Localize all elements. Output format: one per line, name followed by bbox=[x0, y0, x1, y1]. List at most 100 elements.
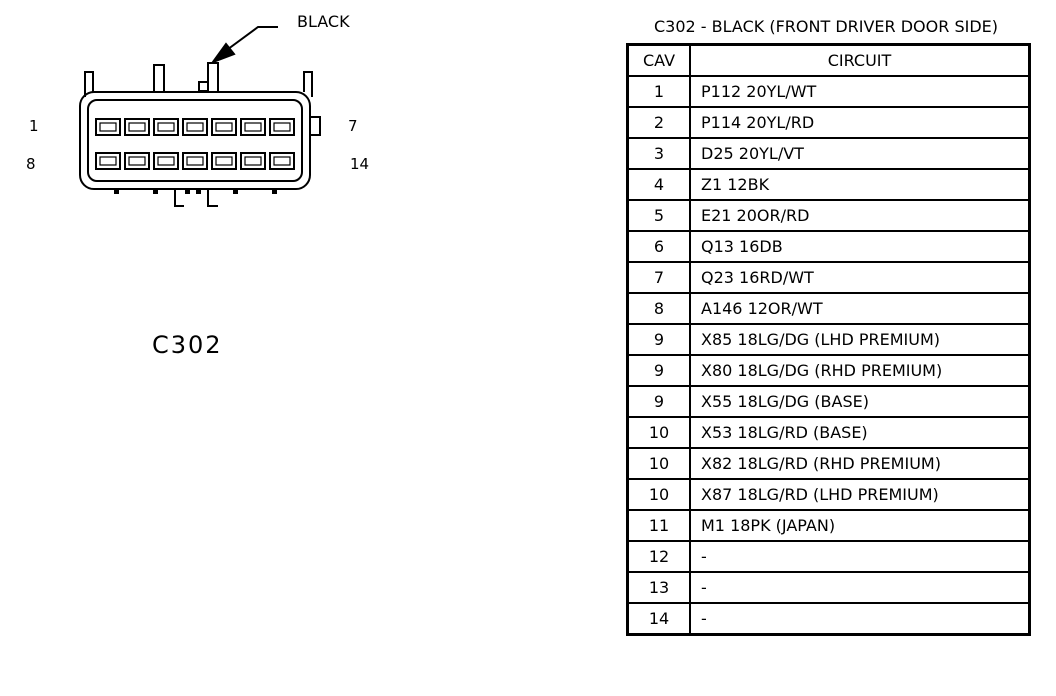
cav-cell: 9 bbox=[626, 354, 691, 387]
pin-label-top-right: 7 bbox=[348, 117, 358, 135]
cav-cell: 5 bbox=[626, 199, 691, 232]
header-circuit: CIRCUIT bbox=[689, 43, 1031, 77]
circuit-cell: X82 18LG/RD (RHD PREMIUM) bbox=[689, 447, 1031, 480]
bottom-peg bbox=[233, 189, 238, 194]
cavity bbox=[269, 152, 295, 170]
cavity bbox=[182, 118, 208, 136]
cavity bbox=[95, 118, 121, 136]
circuit-cell: - bbox=[689, 571, 1031, 604]
cavity-terminal bbox=[186, 156, 204, 166]
cavity-terminal bbox=[157, 122, 175, 132]
connector-body bbox=[79, 91, 311, 190]
circuit-cell: A146 12OR/WT bbox=[689, 292, 1031, 325]
cavity bbox=[124, 152, 150, 170]
cavity bbox=[153, 152, 179, 170]
cavity-terminal bbox=[99, 122, 117, 132]
right-tab bbox=[310, 116, 321, 136]
top-key-left bbox=[153, 64, 165, 92]
bottom-peg bbox=[196, 189, 201, 194]
bottom-peg bbox=[153, 189, 158, 194]
cavity-terminal bbox=[215, 156, 233, 166]
cav-cell: 2 bbox=[626, 106, 691, 139]
cav-cell: 10 bbox=[626, 416, 691, 449]
cav-cell: 6 bbox=[626, 230, 691, 263]
cavity-terminal bbox=[244, 156, 262, 166]
cavity bbox=[269, 118, 295, 136]
top-key-right bbox=[207, 62, 219, 92]
circuit-cell: P114 20YL/RD bbox=[689, 106, 1031, 139]
bottom-peg bbox=[272, 189, 277, 194]
circuit-cell: M1 18PK (JAPAN) bbox=[689, 509, 1031, 542]
cavity-terminal bbox=[186, 122, 204, 132]
circuit-cell: X87 18LG/RD (LHD PREMIUM) bbox=[689, 478, 1031, 511]
cavity bbox=[153, 118, 179, 136]
cav-cell: 9 bbox=[626, 323, 691, 356]
connector-color-label: BLACK bbox=[297, 12, 350, 31]
cav-cell: 8 bbox=[626, 292, 691, 325]
cavity bbox=[182, 152, 208, 170]
table-header-row: CAV CIRCUIT bbox=[626, 43, 1031, 77]
left-clip bbox=[84, 71, 94, 97]
cav-cell: 1 bbox=[626, 75, 691, 108]
cav-cell: 3 bbox=[626, 137, 691, 170]
cavity bbox=[240, 118, 266, 136]
circuit-cell: Q13 16DB bbox=[689, 230, 1031, 263]
cav-cell: 10 bbox=[626, 447, 691, 480]
connector-name: C302 bbox=[152, 331, 223, 359]
circuit-cell: - bbox=[689, 540, 1031, 573]
header-cav: CAV bbox=[626, 43, 691, 77]
bottom-peg bbox=[114, 189, 119, 194]
pin-label-bottom-left: 8 bbox=[26, 155, 36, 173]
cavity-terminal bbox=[273, 156, 291, 166]
cavity-terminal bbox=[128, 156, 146, 166]
circuit-cell: X85 18LG/DG (LHD PREMIUM) bbox=[689, 323, 1031, 356]
cav-cell: 4 bbox=[626, 168, 691, 201]
cav-cell: 9 bbox=[626, 385, 691, 418]
circuit-cell: X53 18LG/RD (BASE) bbox=[689, 416, 1031, 449]
right-clip bbox=[303, 71, 313, 97]
circuit-cell: Q23 16RD/WT bbox=[689, 261, 1031, 294]
table-title: C302 - BLACK (FRONT DRIVER DOOR SIDE) bbox=[654, 17, 998, 36]
leader-arrowhead bbox=[210, 42, 236, 65]
circuit-cell: X55 18LG/DG (BASE) bbox=[689, 385, 1031, 418]
table-row: 13- bbox=[626, 571, 1031, 604]
circuit-cell: Z1 12BK bbox=[689, 168, 1031, 201]
top-key-notch bbox=[198, 81, 209, 92]
connector-inner-body bbox=[87, 99, 303, 182]
cav-cell: 14 bbox=[626, 602, 691, 636]
circuit-cell: X80 18LG/DG (RHD PREMIUM) bbox=[689, 354, 1031, 387]
cavity-terminal bbox=[215, 122, 233, 132]
circuit-cell: D25 20YL/VT bbox=[689, 137, 1031, 170]
circuit-cell: - bbox=[689, 602, 1031, 636]
cavity bbox=[240, 152, 266, 170]
circuit-cell: P112 20YL/WT bbox=[689, 75, 1031, 108]
connector-diagram bbox=[79, 26, 321, 207]
cavity-terminal bbox=[273, 122, 291, 132]
cav-cell: 7 bbox=[626, 261, 691, 294]
cavity-terminal bbox=[157, 156, 175, 166]
pin-label-bottom-right: 14 bbox=[350, 155, 370, 173]
cav-cell: 13 bbox=[626, 571, 691, 604]
cavity bbox=[211, 118, 237, 136]
cavity bbox=[95, 152, 121, 170]
cav-cell: 12 bbox=[626, 540, 691, 573]
cav-cell: 11 bbox=[626, 509, 691, 542]
cavity bbox=[124, 118, 150, 136]
bottom-latch bbox=[174, 189, 218, 207]
cav-cell: 10 bbox=[626, 478, 691, 511]
bottom-peg bbox=[185, 189, 190, 194]
